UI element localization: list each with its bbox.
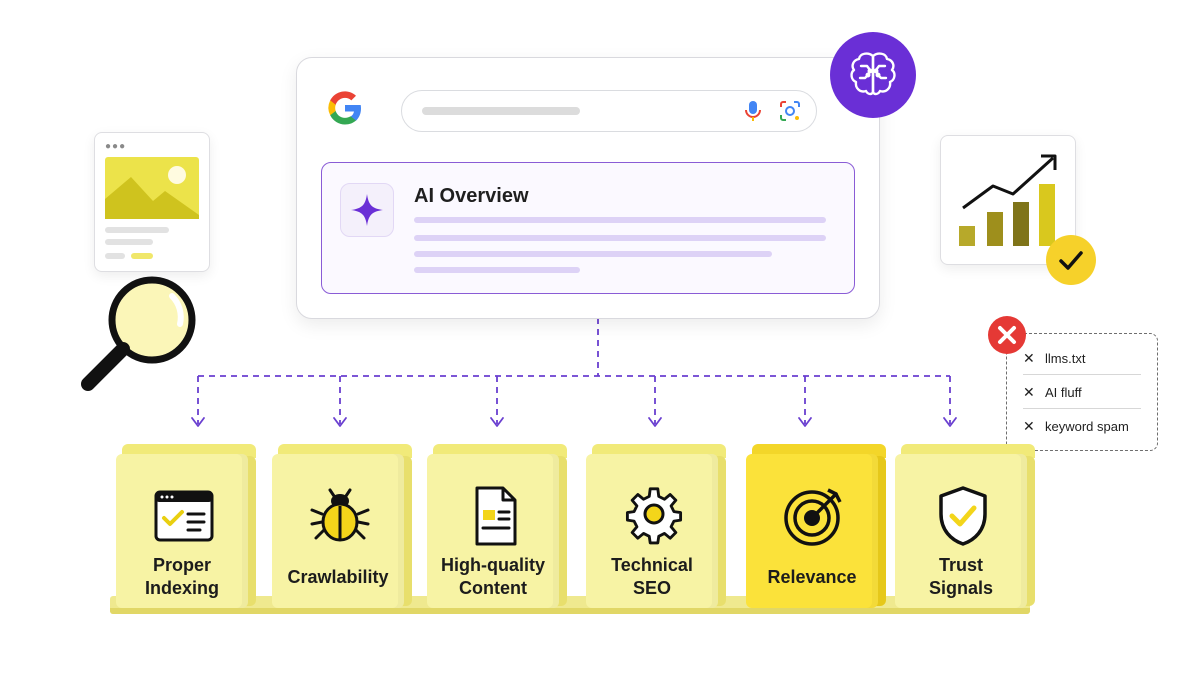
- x-icon: ✕: [1023, 417, 1035, 434]
- growth-chart-icon: [959, 154, 1057, 246]
- avoid-item-label: AI fluff: [1045, 384, 1082, 400]
- ai-overview-title: AI Overview: [414, 185, 529, 207]
- avoid-item: ✕ AI fluff: [1023, 375, 1143, 409]
- block-face: Crawlability: [272, 454, 404, 608]
- block-proper-indexing: Proper Indexing: [116, 444, 256, 608]
- check-badge: [1046, 235, 1096, 285]
- search-results-window: AI Overview: [296, 57, 880, 319]
- target-icon: [784, 488, 842, 546]
- block-relevance: Relevance: [746, 444, 886, 608]
- card-highlight-line: [131, 253, 153, 259]
- avoid-item: ✕ keyword spam: [1023, 409, 1143, 443]
- search-placeholder-line: [422, 107, 580, 115]
- block-label: High-quality Content: [441, 555, 545, 598]
- x-icon: [998, 326, 1016, 344]
- divider: [1023, 408, 1141, 409]
- block-crawlability: Crawlability: [272, 444, 412, 608]
- document-icon: [475, 486, 517, 546]
- mic-icon[interactable]: [742, 99, 764, 123]
- x-icon: ✕: [1023, 383, 1035, 400]
- block-label: Technical SEO: [611, 555, 693, 598]
- brain-badge: [830, 32, 916, 118]
- google-g-icon: [328, 91, 361, 125]
- block-face: Technical SEO: [586, 454, 718, 608]
- sparkle-icon: [340, 183, 394, 237]
- block-label: Relevance: [767, 567, 857, 587]
- divider: [1023, 374, 1141, 375]
- check-icon: [1059, 251, 1083, 270]
- card-text-line: [105, 239, 153, 245]
- block-trust-signals: Trust Signals: [895, 444, 1035, 608]
- block-face: Proper Indexing: [116, 454, 248, 608]
- lens-camera-icon[interactable]: [778, 99, 802, 123]
- avoid-item-label: llms.txt: [1045, 350, 1086, 366]
- magnifier-icon: [81, 276, 196, 391]
- search-input[interactable]: [401, 90, 817, 132]
- brain-icon: [850, 52, 896, 96]
- ai-text-line: [414, 267, 580, 273]
- x-icon: ✕: [1023, 349, 1035, 366]
- avoid-list-box: ✕ llms.txt ✕ AI fluff ✕ keyword spam: [1006, 333, 1158, 451]
- ai-overview-panel: AI Overview: [321, 162, 855, 294]
- bug-icon: [310, 488, 370, 542]
- base-platform-edge: [110, 608, 1030, 614]
- block-label: Crawlability: [287, 567, 389, 587]
- image-content-card: ●●●: [94, 132, 210, 272]
- ai-text-line: [414, 251, 772, 257]
- avoid-x-badge: [988, 316, 1026, 354]
- shield-check-icon: [939, 486, 987, 546]
- block-face: High-quality Content: [427, 454, 559, 608]
- image-placeholder-icon: [105, 157, 199, 219]
- block-face: Relevance: [746, 454, 878, 608]
- avoid-item-label: keyword spam: [1045, 418, 1129, 434]
- block-label: Proper Indexing: [144, 555, 219, 598]
- block-high-quality-content: High-quality Content: [427, 444, 567, 608]
- gear-icon: [625, 487, 683, 545]
- block-technical-seo: Technical SEO: [586, 444, 726, 608]
- card-text-line: [105, 253, 125, 259]
- ai-text-line: [414, 217, 826, 223]
- avoid-item: ✕ llms.txt: [1023, 341, 1143, 375]
- window-dots: ●●●: [105, 141, 127, 152]
- block-label: Trust Signals: [928, 555, 994, 598]
- browser-checklist-icon: [154, 490, 214, 542]
- block-face: Trust Signals: [895, 454, 1027, 608]
- ai-text-line: [414, 235, 826, 241]
- card-text-line: [105, 227, 169, 233]
